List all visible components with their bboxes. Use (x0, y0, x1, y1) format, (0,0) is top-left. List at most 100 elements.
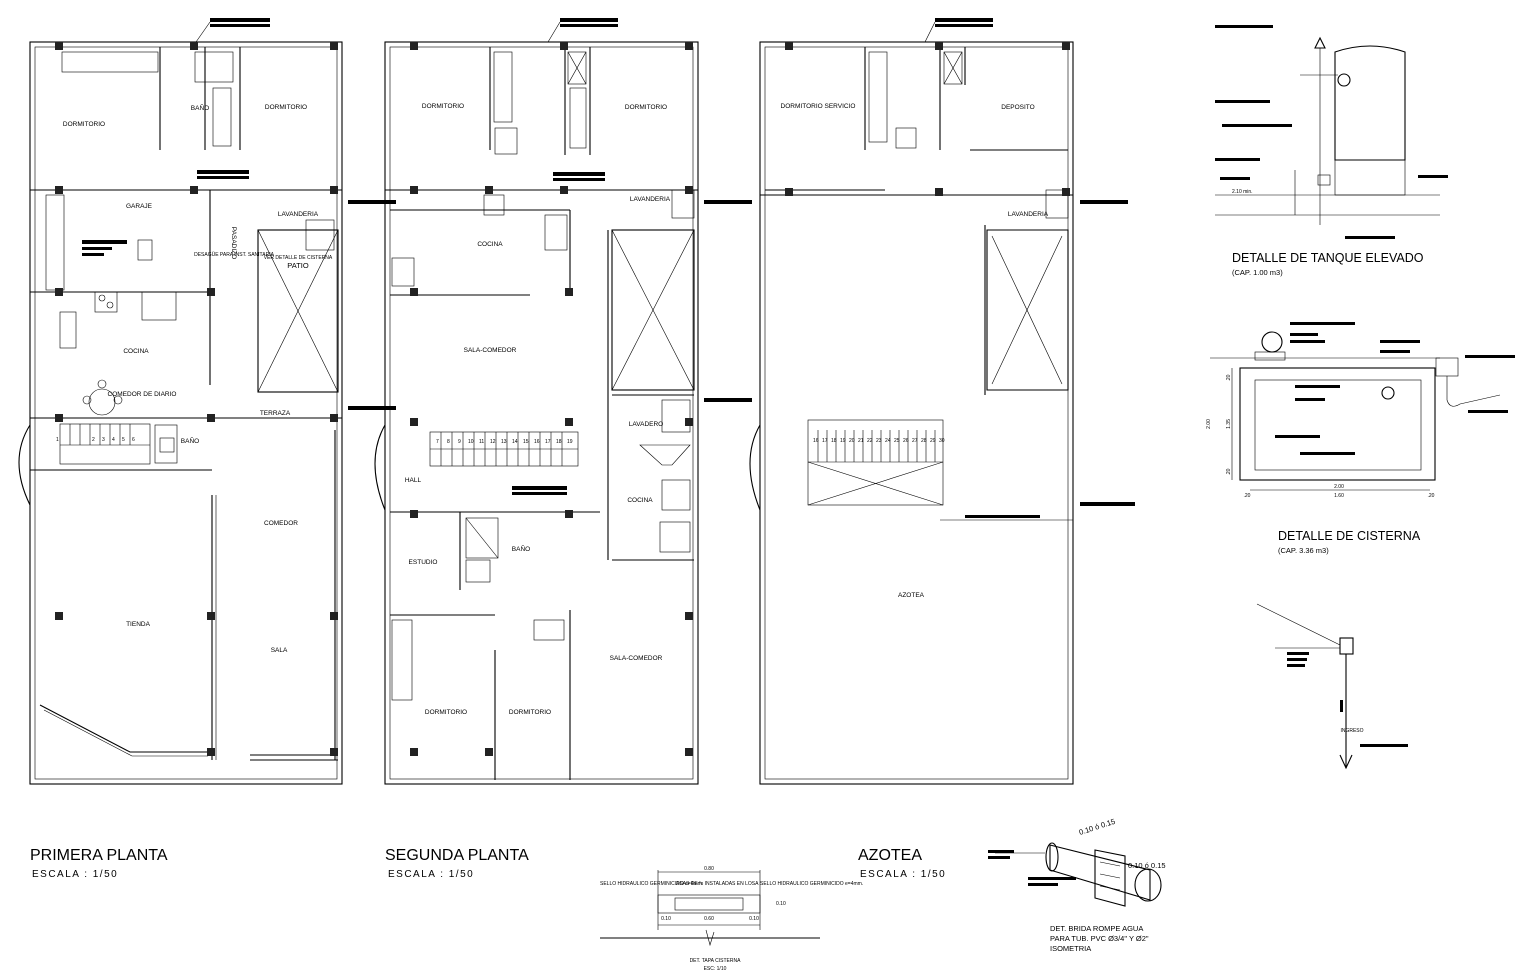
brida-title: DET. BRIDA ROMPE AGUA (1050, 924, 1143, 933)
stair-step: 13 (501, 439, 507, 445)
cisterna-dim-inner: 1.60 (1334, 493, 1344, 499)
detail-ingreso: INGRESO (1256, 603, 1408, 770)
tapa-dim-right: 0.10 (749, 916, 759, 922)
room-comedor-diario: COMEDOR DE DIARIO (108, 391, 177, 398)
stair-step: 11 (479, 439, 484, 445)
plan-title-segunda: SEGUNDA PLANTA (385, 847, 529, 864)
room-cocina-b: COCINA (627, 497, 653, 504)
room-cocina-a: COCINA (477, 241, 503, 248)
room-sala: SALA (271, 647, 288, 654)
room-dormitorio-d: DORMITORIO (509, 709, 551, 716)
room-terraza: TERRAZA (260, 410, 291, 417)
brida-dim-b: 0.10 ó 0.15 (1128, 861, 1166, 870)
cisterna-capacity: (CAP. 3.36 m3) (1278, 546, 1329, 555)
stair-step: 5 (122, 437, 125, 443)
room-lavanderia: LAVANDERIA (630, 196, 671, 203)
stair-step: 29 (930, 438, 936, 444)
pasadizo-note: DESAGÜE PARA INST. SANITARIA (194, 251, 274, 258)
stair-step: 28 (921, 438, 927, 444)
tapa-dim-inner: 0.60 (704, 916, 714, 922)
brida-line2: PARA TUB. PVC Ø3/4" Y Ø2" (1050, 934, 1149, 943)
stair-step: 16 (534, 439, 540, 445)
room-bano-a: BAÑO (191, 103, 209, 112)
stair-step: 15 (523, 439, 529, 445)
stair-step: 12 (490, 439, 496, 445)
cisterna-dim-side-a: .20 (1244, 493, 1251, 499)
stair-numbers-segunda: 7 8 9 10 11 12 13 14 15 16 17 18 19 (436, 439, 573, 445)
stair-step: 27 (912, 438, 918, 444)
tapa-dim-left: 0.10 (661, 916, 671, 922)
room-sala-comedor-a: SALA-COMEDOR (464, 347, 517, 354)
room-comedor: COMEDOR (264, 520, 298, 527)
stair-step: 21 (858, 438, 864, 444)
cisterna-dim-height: 2.00 (1206, 419, 1212, 429)
tapa-note-right: SELLO HIDRAULICO GERMINICIDO e=4mm. (760, 881, 863, 887)
stair-step: 1 (56, 437, 59, 443)
room-dormitorio-b: DORMITORIO (265, 104, 307, 111)
stair-step: 18 (556, 439, 562, 445)
stair-step: 23 (876, 438, 882, 444)
plan-segunda-planta: DORMITORIO DORMITORIO LAVANDERIA COCINA … (374, 18, 752, 880)
stair-numbers-azotea: 16 17 18 19 20 21 22 23 24 25 26 27 28 2… (813, 438, 945, 444)
stair-step: 9 (458, 439, 461, 445)
tapa-note-left: SELLO HIDRAULICO GERMINICIDO e=4mm. (600, 881, 703, 887)
tapa-dim-total: 0.80 (704, 866, 714, 872)
ingreso-label: INGRESO (1340, 728, 1363, 734)
plan-primera-planta: DORMITORIO DORMITORIO BAÑO GARAJE PASADI… (18, 18, 396, 880)
room-lavadero: LAVADERO (629, 421, 663, 428)
detail-brida-rompe-agua: 0.10 ó 0.15 0.10 ó 0.15 DET. BRIDA ROMPE… (988, 817, 1166, 953)
stair-step: 14 (512, 439, 518, 445)
cisterna-dim-side-b: .20 (1428, 493, 1435, 499)
plan-scale-segunda: ESCALA : 1/50 (388, 869, 474, 880)
stair-step: 3 (102, 437, 105, 443)
detail-tanque-elevado: 2.10 min. DETALLE DE TANQUE ELEVADO (CAP… (1215, 25, 1448, 277)
stair-step: 24 (885, 438, 891, 444)
detail-tapa-cisterna: 0.80 0.60 0.10 0.10 0.10 SELLO HIDRAULIC… (600, 866, 863, 972)
stair-step: 26 (903, 438, 909, 444)
tanque-title: DETALLE DE TANQUE ELEVADO (1232, 251, 1424, 265)
room-bano-b: BAÑO (181, 436, 199, 445)
cisterna-dim-h-inner: 1.35 (1226, 419, 1232, 429)
stair-step: 6 (132, 437, 135, 443)
room-lavanderia: LAVANDERIA (278, 211, 319, 218)
room-tienda: TIENDA (126, 621, 151, 628)
room-dormitorio-b: DORMITORIO (625, 104, 667, 111)
stair-step: 19 (567, 439, 573, 445)
room-azotea: AZOTEA (898, 592, 925, 599)
room-pasadizo: PASADIZO (230, 227, 237, 259)
room-sala-comedor-b: SALA-COMEDOR (610, 655, 663, 662)
stair-step: 10 (468, 439, 474, 445)
cisterna-dim-h-top: .20 (1226, 374, 1232, 381)
stair-step: 17 (822, 438, 828, 444)
room-lavanderia: LAVANDERIA (1008, 211, 1049, 218)
detail-cisterna: 2.00 1.60 .20 .20 2.00 1.35 .20 .20 DETA… (1206, 322, 1515, 555)
brida-dim-a: 0.10 ó 0.15 (1078, 817, 1116, 837)
room-dormitorio-c: DORMITORIO (425, 709, 467, 716)
tanque-capacity: (CAP. 1.00 m3) (1232, 268, 1283, 277)
stair-step: 22 (867, 438, 873, 444)
room-cocina: COCINA (123, 348, 149, 355)
stair-step: 19 (840, 438, 846, 444)
room-bano: BAÑO (512, 544, 530, 553)
room-estudio: ESTUDIO (409, 559, 438, 566)
cisterna-title: DETALLE DE CISTERNA (1278, 529, 1421, 543)
stair-step: 4 (112, 437, 115, 443)
stairs-azotea (817, 430, 936, 462)
plan-azotea: DORMITORIO SERVICIO DEPOSITO LAVANDERIA … (749, 18, 1135, 880)
stair-step: 25 (894, 438, 900, 444)
tanque-dim: 2.10 min. (1232, 189, 1253, 195)
tapa-scale: ESC: 1/10 (704, 966, 727, 972)
plan-title-azotea: AZOTEA (858, 847, 922, 864)
stairs-primera (60, 424, 150, 446)
room-garaje: GARAJE (126, 203, 153, 210)
stair-step: 8 (447, 439, 450, 445)
room-hall: HALL (405, 477, 422, 484)
stair-step: 18 (831, 438, 837, 444)
stair-step: 7 (436, 439, 439, 445)
stair-step: 16 (813, 438, 819, 444)
brida-line3: ISOMETRIA (1050, 944, 1091, 953)
cisterna-dim-total: 2.00 (1334, 484, 1344, 490)
stairs-segunda (440, 432, 563, 466)
tapa-title: DET. TAPA CISTERNA (690, 958, 742, 964)
plan-title-primera: PRIMERA PLANTA (30, 847, 168, 864)
